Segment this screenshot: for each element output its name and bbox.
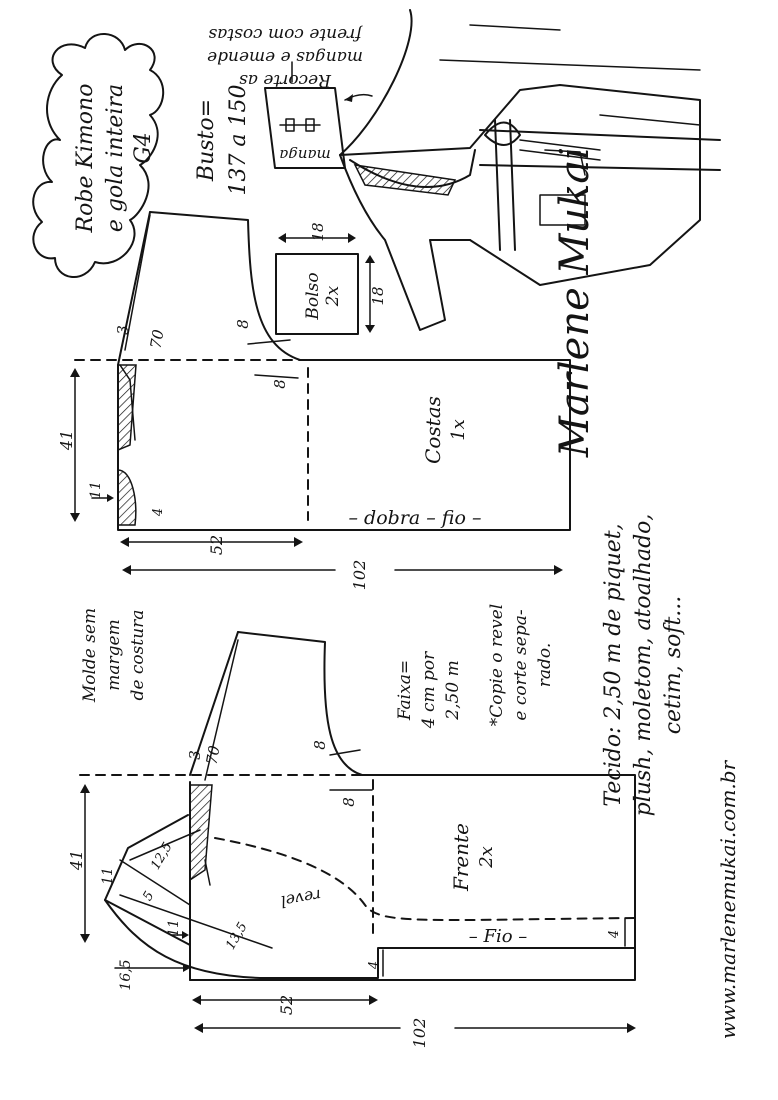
frente-m4a: 4 xyxy=(607,930,622,939)
pocket-name: Bolso xyxy=(303,272,323,320)
molde-line2: margem xyxy=(104,619,124,690)
costas-qty: 1x xyxy=(448,419,469,441)
fabric-line2: plush, moletom, atoalhado, xyxy=(631,514,656,817)
frente-m5: 5 xyxy=(140,889,157,904)
sleeve-note: Recorte as mangas e emende frente com co… xyxy=(207,24,364,90)
costas-m8b: 8 xyxy=(271,379,289,389)
title-line2: e gola inteira xyxy=(103,84,128,232)
frente-m70: 70 xyxy=(203,744,224,766)
pocket-piece: Bolso 2x 18 18 xyxy=(275,222,387,335)
frente-revel-label: revel xyxy=(279,886,322,912)
frente-m8a: 8 xyxy=(311,740,329,750)
copie-line2: e corte sepa- xyxy=(511,609,531,720)
frente-name: Frente xyxy=(449,823,473,892)
frente-fio-label: – Fio – xyxy=(469,926,528,947)
signature-text: Marlene Mukai xyxy=(552,147,598,458)
frente-m3: 3 xyxy=(186,750,204,760)
frente-m11b: 11 xyxy=(166,919,182,937)
costas-name: Costas xyxy=(421,396,445,464)
molde-line3: de costura xyxy=(128,610,148,701)
frente-qty: 2x xyxy=(476,846,497,869)
costas-m102: 102 xyxy=(350,560,369,591)
costas-piece: Costas 1x – dobra – fio – 70 3 8 8 41 11… xyxy=(57,211,571,591)
frente-m13-5: 13,5 xyxy=(223,920,250,953)
signature: Marlene Mukai xyxy=(552,147,598,458)
faixa-line3: 2,50 m xyxy=(443,660,463,720)
frente-m12-5: 12,5 xyxy=(148,840,175,873)
faixa-note: Faixa= 4 cm por 2,50 m xyxy=(395,651,463,729)
costas-m41: 41 xyxy=(57,430,76,451)
title-cloud: Robe Kimono e gola inteira G4 xyxy=(32,33,165,279)
pocket-height: 18 xyxy=(369,286,387,305)
copie-line3: rado. xyxy=(535,643,555,687)
frente-m4b: 4 xyxy=(367,961,382,970)
busto-block: Busto= 137 a 150 xyxy=(194,84,251,195)
frente-m11a: 11 xyxy=(100,867,116,885)
frente-m8b: 8 xyxy=(340,797,358,807)
faixa-line1: Faixa= xyxy=(395,660,415,721)
sleeve-piece-label: manga xyxy=(279,146,330,164)
robe-illustration xyxy=(339,9,721,331)
frente-m102: 102 xyxy=(410,1018,429,1049)
fabric-line3: cetim, soft... xyxy=(661,596,686,735)
title-line1: Robe Kimono xyxy=(73,84,98,234)
title-size: G4 xyxy=(131,132,156,164)
frente-m41: 41 xyxy=(67,850,86,871)
faixa-line2: 4 cm por xyxy=(419,651,439,729)
copie-note: *Copie o revel e corte sepa- rado. xyxy=(487,604,555,726)
fabric-line1: Tecido: 2,50 m de piquet, xyxy=(601,523,626,806)
sleeve-note-line1: Recorte as xyxy=(239,70,332,90)
frente-m52: 52 xyxy=(277,995,296,1015)
molde-line1: Molde sem xyxy=(80,608,100,703)
costas-m11: 11 xyxy=(88,481,104,499)
website: www.marlenemukai.com.br xyxy=(716,759,740,1039)
molde-note: Molde sem margem de costura xyxy=(80,608,148,703)
busto-label: Busto= xyxy=(194,99,219,182)
costas-m8a: 8 xyxy=(234,319,252,329)
sleeve-note-line3: frente com costas xyxy=(208,24,363,44)
costas-m70: 70 xyxy=(147,328,168,350)
costas-fold-label: – dobra – fio – xyxy=(349,507,482,529)
costas-m52: 52 xyxy=(207,535,226,555)
sleeve-note-line2: mangas e emende xyxy=(207,47,363,67)
frente-m16-5: 16,5 xyxy=(118,959,134,990)
website-text: www.marlenemukai.com.br xyxy=(716,759,740,1039)
busto-value: 137 a 150 xyxy=(226,84,251,195)
costas-m3: 3 xyxy=(114,325,132,335)
frente-piece: Frente 2x revel – Fio – 70 3 8 8 41 11 xyxy=(67,631,636,1049)
fabric-note: Tecido: 2,50 m de piquet, plush, moletom… xyxy=(601,514,686,817)
pocket-qty: 2x xyxy=(323,285,343,307)
costas-m4: 4 xyxy=(151,508,166,517)
pocket-width: 18 xyxy=(309,222,327,241)
copie-line1: *Copie o revel xyxy=(487,604,507,726)
